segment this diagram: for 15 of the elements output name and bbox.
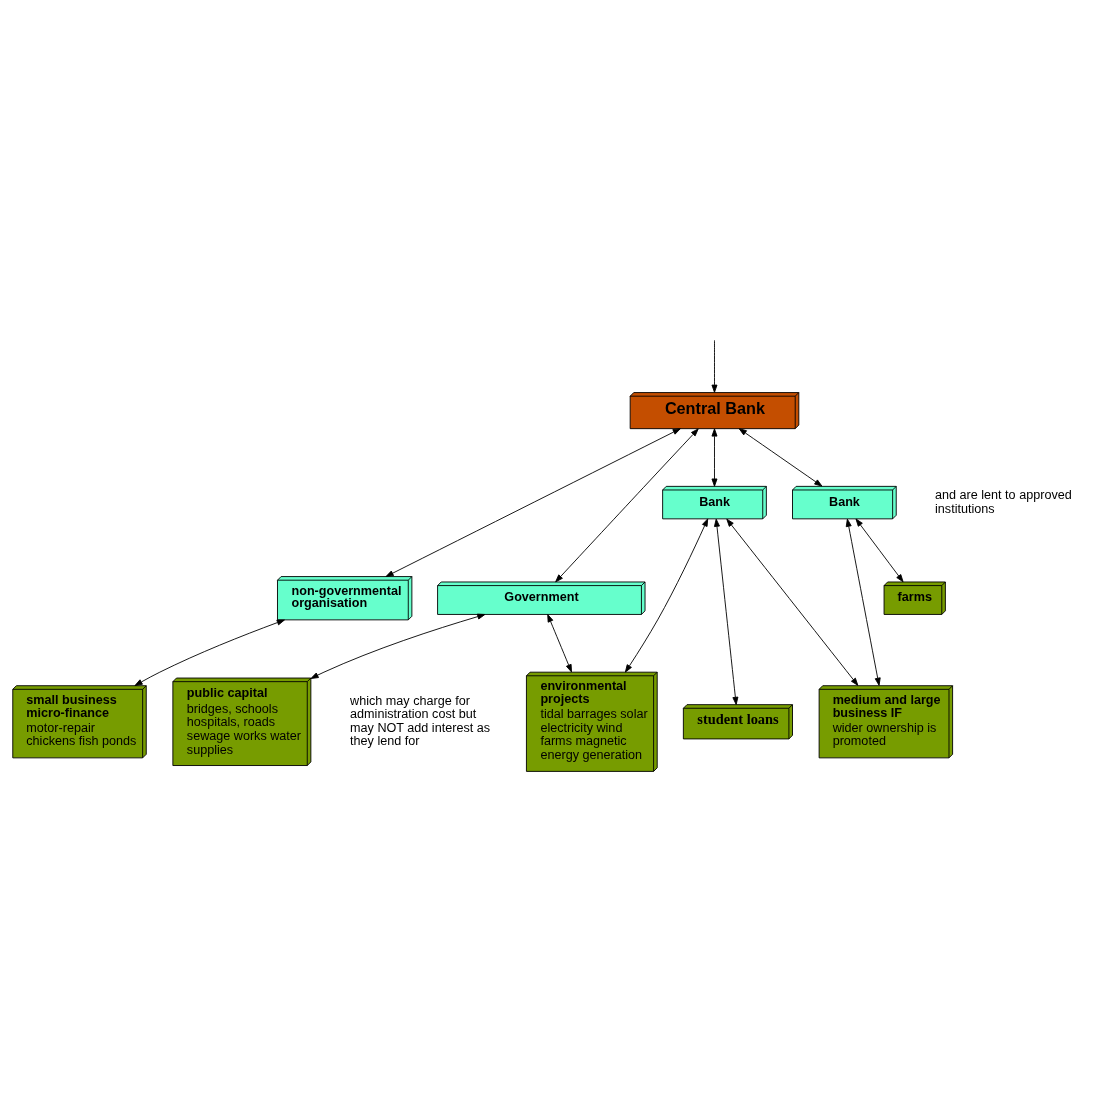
arrow [845, 518, 881, 686]
arrow [738, 428, 823, 487]
arrow [547, 614, 572, 673]
arrow [385, 428, 681, 577]
label: which may charge for administration cost but may NOT add interest as they lend for [350, 693, 491, 749]
arrow [855, 518, 904, 583]
arrow [624, 518, 709, 673]
arrow [555, 428, 699, 583]
arrow [134, 619, 285, 687]
arrow [726, 518, 859, 686]
arrow [711, 339, 718, 393]
label: and are lent to approved institutions [935, 488, 1072, 516]
arrow [714, 518, 739, 705]
arrow [310, 613, 486, 679]
arrow [711, 428, 718, 487]
